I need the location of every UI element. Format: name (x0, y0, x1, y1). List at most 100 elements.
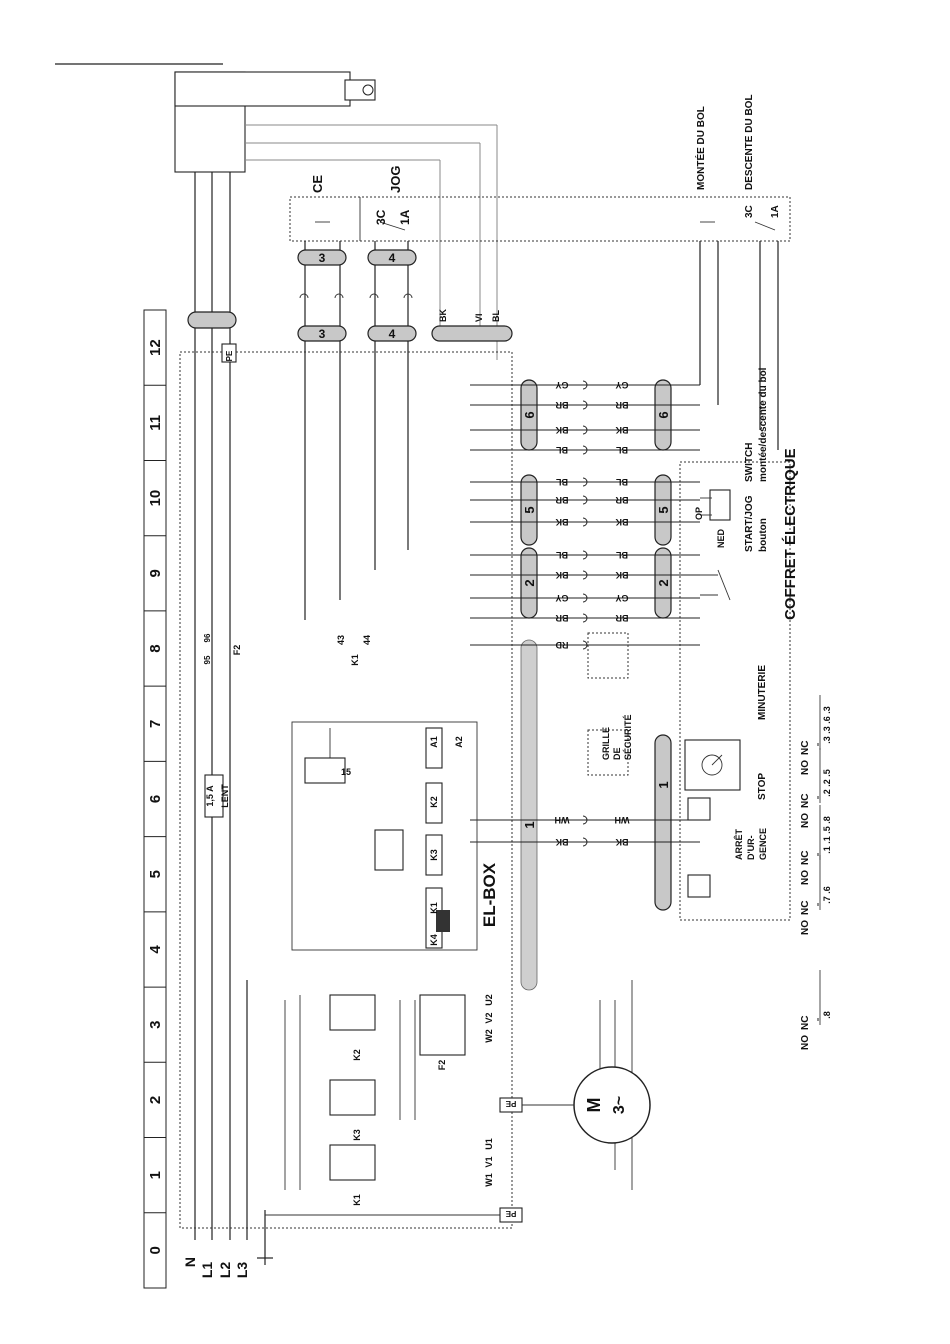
wire-colour-code: BK (615, 517, 628, 527)
connector-3-bottom-label: 3 (319, 327, 326, 341)
jog-1a-label: 1A (398, 209, 412, 225)
wire-colour-code: WH (615, 815, 630, 825)
connector-2-left: 2 (522, 579, 537, 586)
contact-value: .2 (822, 789, 832, 797)
wire-colour-code: BK (615, 425, 628, 435)
supply-l2-label: L2 (217, 1262, 233, 1279)
contactor-k1: K1 (352, 1194, 362, 1206)
supply-l1-label: L1 (199, 1262, 215, 1279)
switch-sub-label: montée/descente du bol (758, 367, 769, 482)
montee-label: MONTÉE DU BOL (694, 106, 707, 190)
relay-96: 96 (203, 633, 212, 642)
supply-n-label: N (182, 1257, 198, 1267)
contact-value: .6 (822, 716, 832, 724)
connector-4-bottom (367, 325, 417, 342)
wire-colour-code: BK (555, 425, 568, 435)
wire-colour-code: GY (615, 593, 628, 603)
grille-label-3: SÉCURITÉ (623, 714, 633, 760)
wire-colour-code: BL (556, 477, 568, 487)
wire-colour-code: BR (615, 613, 628, 623)
grille-label-1: GRILLE (601, 727, 611, 760)
ce-jog-wires (304, 241, 779, 620)
connector-4-top-label: 4 (389, 251, 396, 265)
wire-colour-code: BR (555, 400, 568, 410)
nc-label: NC (800, 901, 811, 915)
ruler-number: 1 (147, 1171, 164, 1179)
wire-colour-code: RD (555, 640, 568, 650)
wire-colour-code: BR (555, 495, 568, 505)
contact-value: .6 (822, 886, 832, 894)
arret-label-3: GENCE (758, 828, 768, 860)
contactor-f2: F2 (437, 1060, 447, 1071)
relay-a1-1: A1 (429, 736, 439, 748)
arret-label-1: ARRÊT (733, 828, 744, 860)
ruler-number: 8 (147, 644, 164, 652)
relay-k3-coil: K3 (429, 849, 439, 861)
wire-colour-code: BK (555, 837, 568, 847)
minuterie-timer (684, 739, 741, 791)
actuator (174, 71, 498, 360)
connector-3-top-label: 3 (319, 251, 326, 265)
jog-3c-label: 3C (374, 209, 388, 225)
connector-4-top (367, 249, 417, 266)
wire-colour-code: BL (616, 445, 628, 455)
terminal-v1: V1 (484, 1156, 494, 1167)
start-jog-button (700, 569, 731, 601)
terminal-u1: U1 (484, 1138, 494, 1150)
wire-colour-code: BR (555, 613, 568, 623)
descente-1a-label: 1A (770, 205, 781, 218)
f2-top-label: F2 (232, 645, 242, 656)
contact-value: .5 (822, 769, 832, 777)
ruler-number: 10 (147, 490, 164, 507)
ruler-number: 12 (147, 339, 164, 356)
switch-ned-label: NED (716, 528, 726, 548)
relay-15: 15 (341, 767, 351, 777)
pe-motor-label: PE (505, 1099, 516, 1108)
contact-value: .3 (822, 726, 832, 734)
ruler-number: 0 (147, 1246, 164, 1254)
contactor-k2: K2 (352, 1049, 362, 1061)
cable-bk-label: BK (438, 309, 448, 322)
relay-k2-coil: K2 (429, 796, 439, 808)
coffret-title: COFFRET ÉLECTRIQUE (782, 448, 799, 620)
terminal-v2: V2 (484, 1012, 494, 1023)
wire-colour-code: BL (556, 550, 568, 560)
ce-jog-box (289, 196, 791, 242)
minuterie-label: MINUTERIE (757, 665, 768, 720)
connector-2-right: 2 (656, 579, 671, 586)
contact-value: .7 (822, 896, 832, 904)
connector-6-right: 6 (656, 411, 671, 418)
cable-bl-label: BL (491, 310, 501, 322)
descente-3c-label: 3C (744, 205, 755, 218)
pe-bottom-label: PE (505, 1209, 516, 1218)
ruler-number: 9 (147, 569, 164, 577)
no-label: NO (800, 920, 811, 935)
connector-5-left: 5 (522, 506, 537, 513)
elbox-enclosure (179, 351, 513, 1229)
connector-1-left: 1 (522, 821, 537, 828)
wire-colour-code: BK (555, 570, 568, 580)
bouton-label: bouton (758, 518, 769, 552)
wire-colour-code: BK (555, 517, 568, 527)
ruler-number: 2 (147, 1096, 164, 1104)
grille-label-2: DE (612, 747, 622, 760)
nc-label: NC (800, 1016, 811, 1030)
nc-label: NC (800, 794, 811, 808)
grille-switch (587, 632, 629, 776)
contact-value: .8 (822, 1011, 832, 1019)
contactors (284, 980, 633, 1190)
switch-label: SWITCH (744, 443, 755, 482)
start-jog-label: START/JOG (744, 495, 755, 552)
contact-tables: NONC.7.6NONC.1.1.5.8NONC.2.2.5NONC.3.3.6… (800, 695, 832, 1050)
terminal-w2: W2 (484, 1029, 494, 1043)
fuse-type: LENT (220, 784, 230, 808)
no-label: NO (800, 1035, 811, 1050)
connector-6-left: 6 (522, 411, 537, 418)
relay-k1-coil: K1 (429, 902, 439, 914)
relay-95: 95 (203, 655, 212, 664)
wire-colour-code: BK (615, 837, 628, 847)
connector-4-bottom-label: 4 (389, 327, 396, 341)
